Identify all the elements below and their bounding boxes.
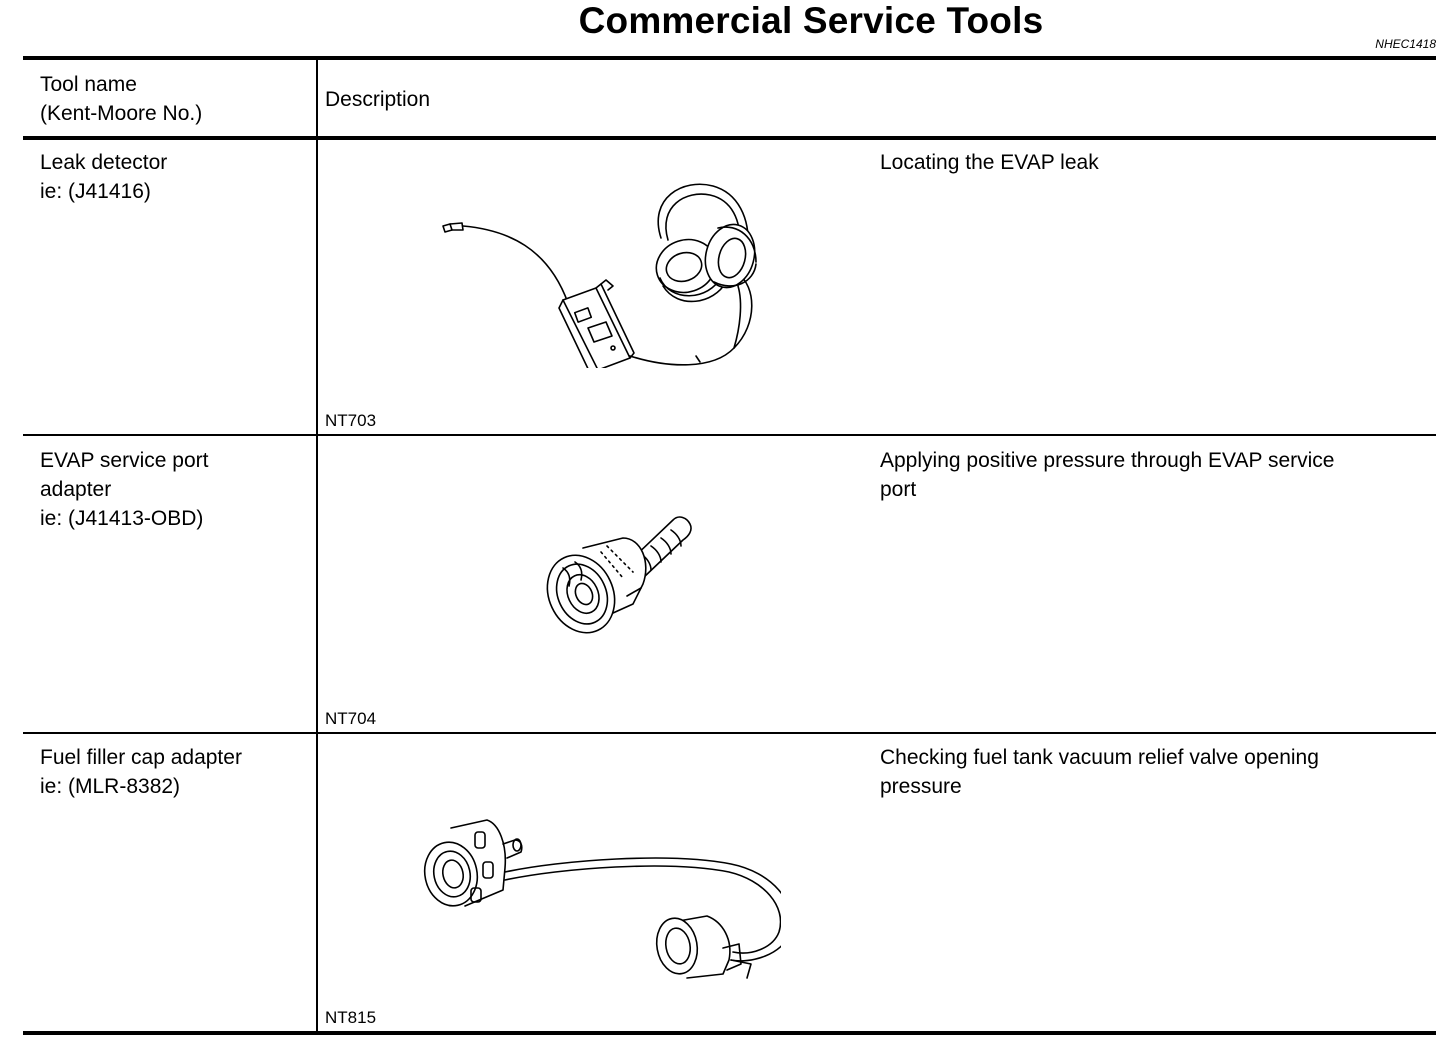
column-divider [316,59,318,1032]
row-1-description: Locating the EVAP leak [880,151,1099,174]
header-tool-name: Tool name (Kent-Moore No.) [40,73,203,125]
header-description: Description [325,88,431,111]
fuel-filler-cap-adapter-icon [411,814,781,984]
reference-code: NHEC1418 [1375,37,1436,51]
row-divider [23,434,1436,436]
leak-detector-icon [438,178,768,368]
table-top-rule [23,56,1436,60]
row-2-figure-label: NT704 [325,709,377,728]
page-title: Commercial Service Tools [578,0,1044,41]
service-port-adapter-icon [523,508,703,638]
row-1-tool-name: Leak detector ie: (J41416) [40,151,168,203]
row-divider [23,732,1436,734]
tool-table: Tool name (Kent-Moore No.) Description L… [23,56,1436,1036]
header-bottom-rule [23,136,1436,140]
row-2-tool-name: EVAP service port adapter ie: (J41413-OB… [40,449,209,530]
row-1-figure-label: NT703 [325,411,377,430]
row-2-description: Applying positive pressure through EVAP … [880,449,1335,501]
table-bottom-rule [23,1031,1436,1035]
row-3-description: Checking fuel tank vacuum relief valve o… [880,746,1319,798]
row-3-tool-name: Fuel filler cap adapter ie: (MLR-8382) [40,746,242,798]
row-3-figure-label: NT815 [325,1008,377,1027]
